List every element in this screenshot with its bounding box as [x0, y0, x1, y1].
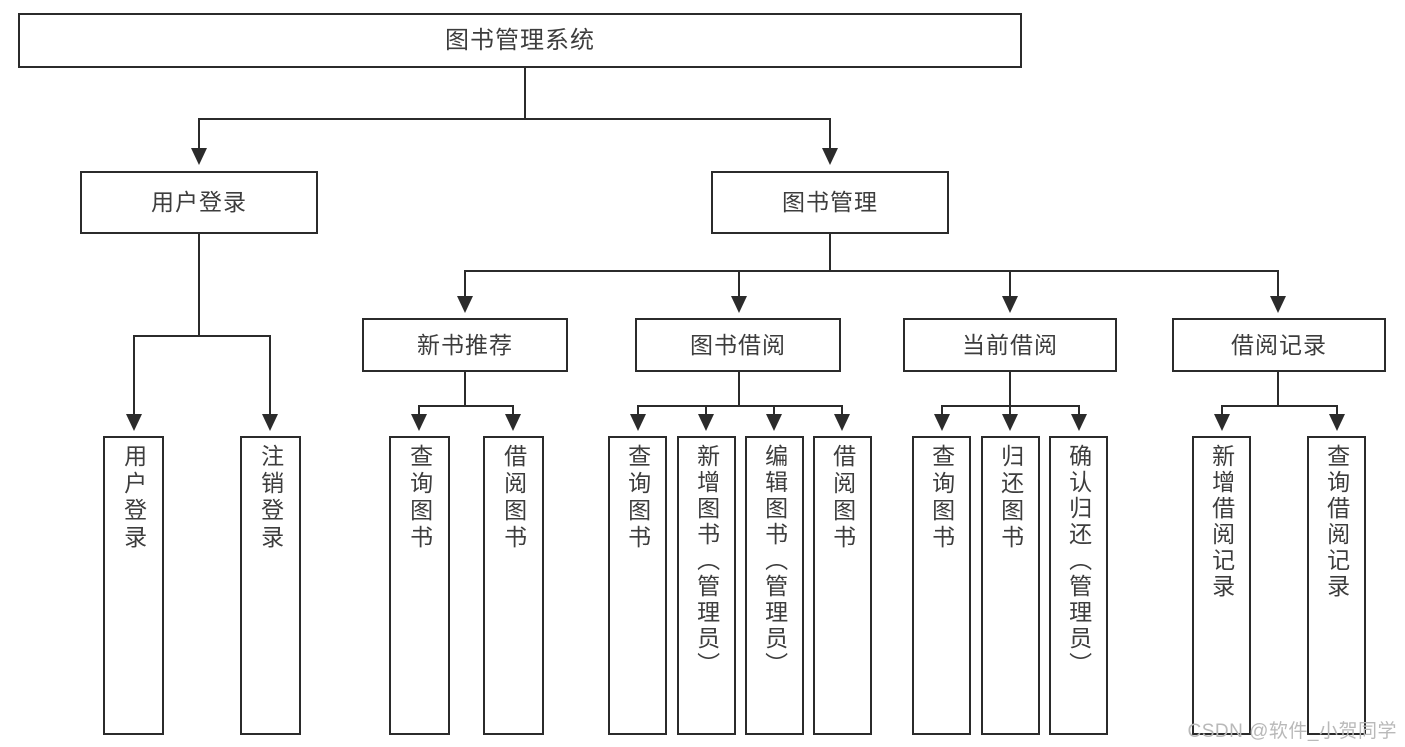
- arrowhead-user-login: [191, 148, 207, 165]
- leaf-bb-query-book[interactable]: 查询图书: [608, 436, 667, 735]
- connector-book-manage-stem: [829, 234, 831, 270]
- connector-bm-to-new-book: [464, 270, 466, 298]
- connector-book-manage-bus: [464, 270, 1279, 272]
- arrowhead-bb-leaf1: [630, 414, 646, 431]
- connector-cb-leaf3: [1078, 405, 1080, 416]
- connector-bm-to-current-borrow: [1009, 270, 1011, 298]
- arrowhead-bb-leaf3: [766, 414, 782, 431]
- connector-bb-leaf3: [773, 405, 775, 416]
- connector-user-login-leaf1: [133, 335, 135, 416]
- node-label: 图书管理系统: [445, 26, 595, 54]
- leaf-cb-confirm-return-admin[interactable]: 确认归还（管理员）: [1049, 436, 1108, 735]
- node-label: 编辑图书（管理员）: [761, 444, 788, 678]
- arrowhead-bb-leaf4: [834, 414, 850, 431]
- leaf-br-add-record[interactable]: 新增借阅记录: [1192, 436, 1251, 735]
- node-borrow-record[interactable]: 借阅记录: [1172, 318, 1386, 372]
- node-label: 借阅图书: [829, 444, 856, 552]
- node-book-borrow[interactable]: 图书借阅: [635, 318, 841, 372]
- leaf-logout[interactable]: 注销登录: [240, 436, 301, 735]
- leaf-nbr-borrow-book[interactable]: 借阅图书: [483, 436, 544, 735]
- arrowhead-book-manage: [822, 148, 838, 165]
- connector-nbr-stem: [464, 372, 466, 405]
- node-current-borrow[interactable]: 当前借阅: [903, 318, 1117, 372]
- connector-br-bus: [1221, 405, 1338, 407]
- arrowhead-nbr-leaf2: [505, 414, 521, 431]
- node-label: 新增图书（管理员）: [693, 444, 720, 678]
- connector-bb-leaf2: [705, 405, 707, 416]
- leaf-cb-return-book[interactable]: 归还图书: [981, 436, 1040, 735]
- connector-bm-to-borrow-record: [1277, 270, 1279, 298]
- node-new-book-recommend[interactable]: 新书推荐: [362, 318, 568, 372]
- arrowhead-current-borrow: [1002, 296, 1018, 313]
- arrowhead-cb-leaf3: [1071, 414, 1087, 431]
- arrowhead-leaf-user-login: [126, 414, 142, 431]
- node-book-manage[interactable]: 图书管理: [711, 171, 949, 234]
- arrowhead-cb-leaf2: [1002, 414, 1018, 431]
- connector-cb-stem: [1009, 372, 1011, 405]
- connector-bb-stem: [738, 372, 740, 405]
- leaf-br-query-record[interactable]: 查询借阅记录: [1307, 436, 1366, 735]
- connector-br-stem: [1277, 372, 1279, 405]
- connector-br-leaf2: [1336, 405, 1338, 416]
- node-label: 当前借阅: [962, 331, 1058, 358]
- arrowhead-borrow-record: [1270, 296, 1286, 313]
- connector-br-leaf1: [1221, 405, 1223, 416]
- node-label: 查询图书: [928, 444, 955, 552]
- arrowhead-book-borrow: [731, 296, 747, 313]
- arrowhead-nbr-leaf1: [411, 414, 427, 431]
- connector-user-login-stem: [198, 234, 200, 335]
- arrowhead-new-book-recommend: [457, 296, 473, 313]
- node-label: 新书推荐: [417, 331, 513, 358]
- connector-user-login-bus: [133, 335, 271, 337]
- arrowhead-br-leaf2: [1329, 414, 1345, 431]
- node-label: 注销登录: [257, 444, 284, 552]
- leaf-bb-borrow-book[interactable]: 借阅图书: [813, 436, 872, 735]
- node-label: 新增借阅记录: [1208, 444, 1235, 600]
- node-label: 确认归还（管理员）: [1065, 444, 1092, 678]
- node-root-system[interactable]: 图书管理系统: [18, 13, 1022, 68]
- connector-bb-bus: [637, 405, 843, 407]
- connector-bb-leaf1: [637, 405, 639, 416]
- node-label: 借阅记录: [1231, 331, 1327, 358]
- leaf-user-login[interactable]: 用户登录: [103, 436, 164, 735]
- node-label: 图书管理: [782, 189, 878, 216]
- node-label: 借阅图书: [500, 444, 527, 552]
- connector-nbr-leaf1: [418, 405, 420, 416]
- connector-bb-leaf4: [841, 405, 843, 416]
- node-user-login[interactable]: 用户登录: [80, 171, 318, 234]
- connector-user-login-leaf2: [269, 335, 271, 416]
- arrowhead-bb-leaf2: [698, 414, 714, 431]
- node-label: 查询图书: [406, 444, 433, 552]
- connector-root-stem: [524, 68, 526, 118]
- node-label: 用户登录: [120, 444, 147, 552]
- leaf-cb-query-book[interactable]: 查询图书: [912, 436, 971, 735]
- connector-cb-leaf2: [1009, 405, 1011, 416]
- connector-cb-leaf1: [941, 405, 943, 416]
- connector-nbr-leaf2: [512, 405, 514, 416]
- arrowhead-cb-leaf1: [934, 414, 950, 431]
- node-label: 查询图书: [624, 444, 651, 552]
- arrowhead-br-leaf1: [1214, 414, 1230, 431]
- leaf-nbr-query-book[interactable]: 查询图书: [389, 436, 450, 735]
- connector-root-bus: [198, 118, 830, 120]
- node-label: 图书借阅: [690, 331, 786, 358]
- arrowhead-leaf-logout: [262, 414, 278, 431]
- node-label: 用户登录: [151, 189, 247, 216]
- node-label: 归还图书: [997, 444, 1024, 552]
- node-label: 查询借阅记录: [1323, 444, 1350, 600]
- connector-root-to-book-manage: [829, 118, 831, 148]
- connector-root-to-user-login: [198, 118, 200, 148]
- leaf-bb-edit-book-admin[interactable]: 编辑图书（管理员）: [745, 436, 804, 735]
- connector-nbr-bus: [418, 405, 514, 407]
- connector-bm-to-book-borrow: [738, 270, 740, 298]
- leaf-bb-add-book-admin[interactable]: 新增图书（管理员）: [677, 436, 736, 735]
